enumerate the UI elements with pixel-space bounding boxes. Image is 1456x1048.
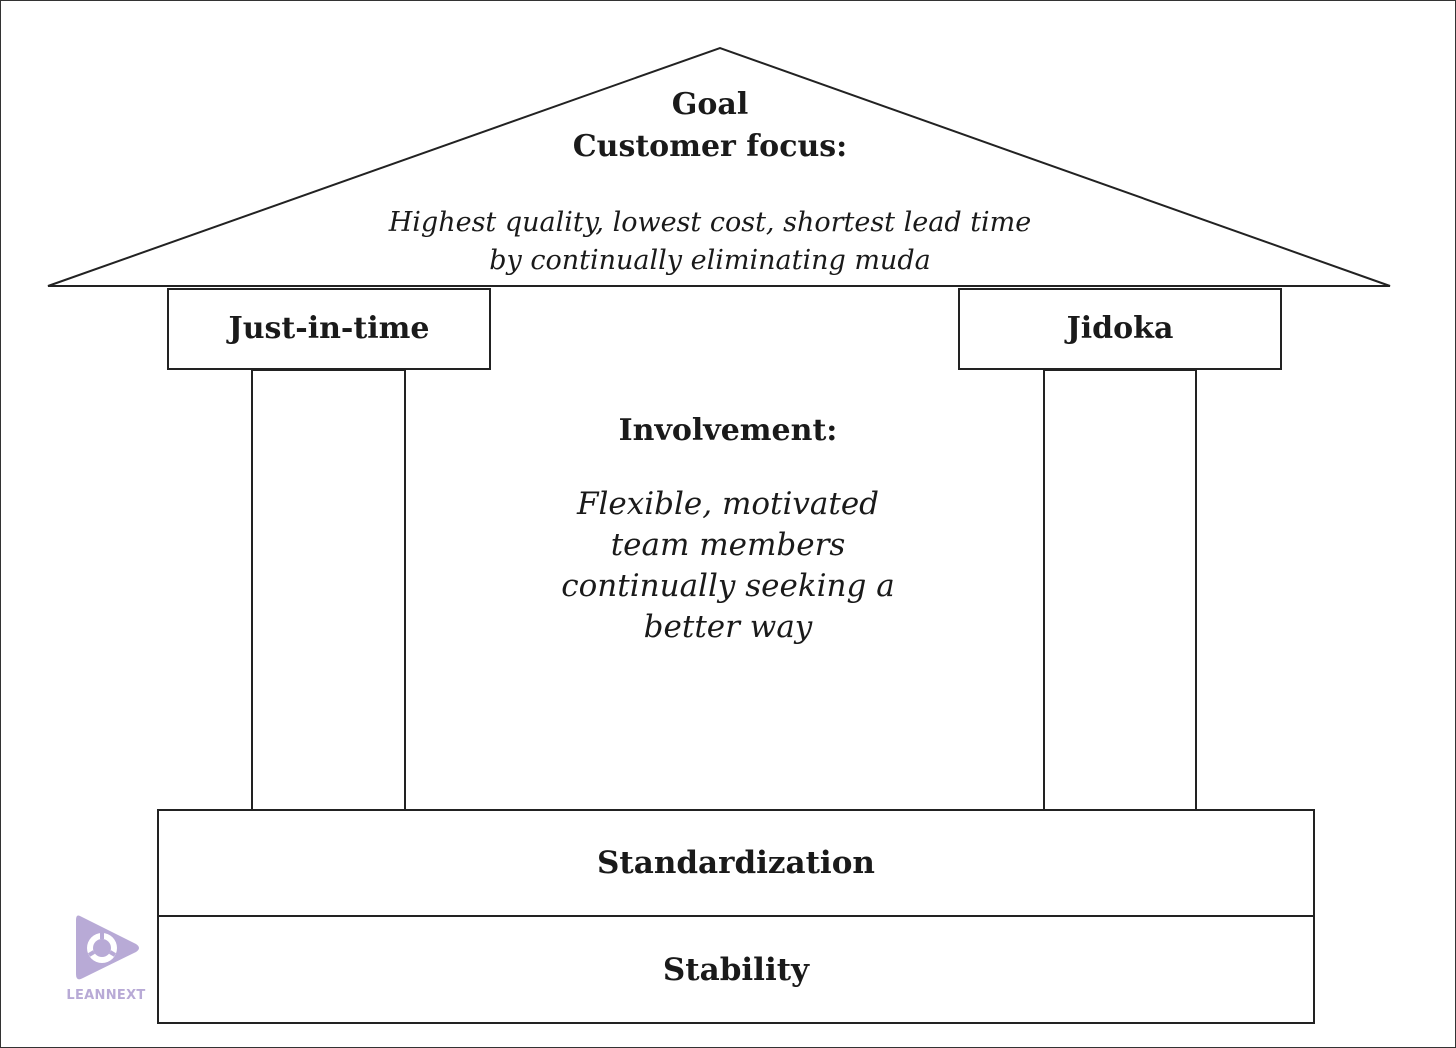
just-in-time-label: Just-in-time [228, 311, 430, 346]
pillar-cap-right [958, 288, 1282, 370]
customer-focus-label: Customer focus: [572, 129, 848, 164]
involvement-line-2: team members [610, 527, 846, 563]
foundation-lower-box [157, 915, 1315, 1024]
roof-subtitle-line-2: by continually eliminating muda [489, 245, 931, 276]
roof-triangle [47, 46, 1391, 287]
involvement-line-1: Flexible, motivated [576, 486, 880, 522]
involvement-line-3: continually seeking a [561, 568, 895, 604]
involvement-title: Involvement: [618, 413, 838, 448]
goal-label: Goal [671, 87, 749, 122]
pillar-shaft-left [251, 369, 406, 811]
jidoka-label: Jidoka [1066, 311, 1174, 346]
involvement-line-4: better way [643, 609, 813, 645]
pillar-cap-left [167, 288, 491, 370]
standardization-label: Standardization [597, 845, 875, 881]
stability-label: Stability [662, 952, 810, 988]
roof-subtitle-line-1: Highest quality, lowest cost, shortest l… [388, 207, 1032, 238]
roof-heading: Goal Customer focus: [560, 84, 860, 168]
involvement-text: Flexible, motivated team members continu… [528, 484, 928, 648]
pillar-shaft-right [1043, 369, 1197, 811]
roof-subtitle: Highest quality, lowest cost, shortest l… [330, 204, 1090, 280]
leannext-watermark-text: LEANNEXT [66, 988, 146, 1003]
leannext-play-logo-icon [76, 915, 139, 980]
